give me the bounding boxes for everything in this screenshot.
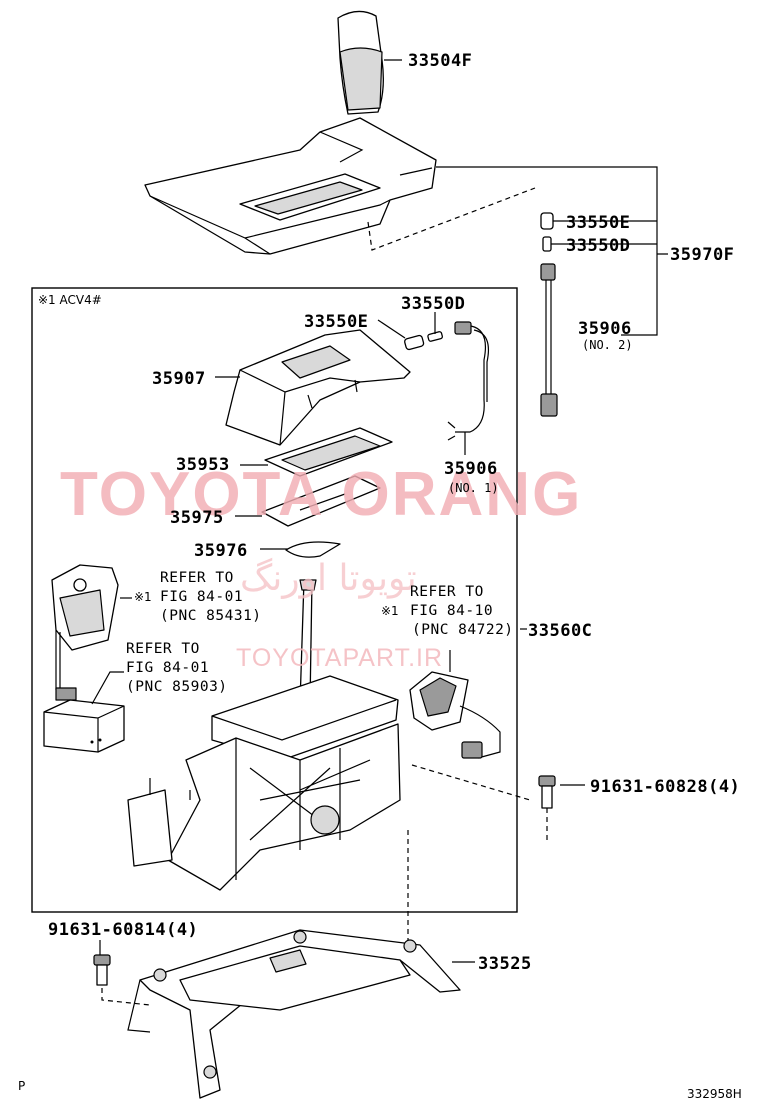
label-panel-assy: 35970F [670, 245, 734, 265]
ref3-mark: ※1 [381, 604, 399, 618]
bracket-ticks [551, 220, 668, 255]
watermark-persian: تویوتا اورنگ [240, 557, 417, 599]
label-housing: 35907 [152, 369, 206, 389]
shift-lever-drawing [299, 579, 317, 705]
shift-knob-drawing [337, 10, 384, 115]
ref1-line2: FIG 84-01 [160, 589, 243, 605]
ref3-line3: (PNC 84722) [412, 622, 514, 638]
actuator-left-drawing [51, 564, 119, 701]
bulb-e-top-drawing [540, 212, 554, 230]
label-bulb-d-top: 33550D [566, 236, 630, 256]
label-cord-no2: 35906 [578, 319, 632, 339]
bracket-drawing [127, 929, 461, 1099]
ref1-line3: (PNC 85431) [160, 608, 262, 624]
label-slide-cover: 35975 [170, 508, 224, 528]
label-switch: 33560C [528, 621, 592, 641]
guide-bolt-left [101, 988, 151, 1006]
upper-panel-drawing [144, 117, 437, 255]
shifter-base-drawing [127, 675, 401, 891]
label-cord-no1: 35906 [444, 459, 498, 479]
label-inset-note: ※1 ACV4# [38, 293, 102, 307]
inset-frame [31, 287, 518, 913]
watermark-site: TOYOTAPART.IR [236, 644, 443, 672]
guide-line-upper [367, 187, 536, 251]
label-bolt-right: 91631-60828(4) [590, 777, 740, 797]
ref1-line1: REFER TO [160, 570, 234, 586]
label-shift-knob: 33504F [408, 51, 472, 71]
housing-drawing [225, 329, 411, 446]
leader-lines [99, 59, 585, 963]
watermark-brand: TOYOTA ORANG [60, 460, 582, 529]
bulb-d-inner-drawing [427, 331, 443, 342]
ref2-line2: FIG 84-01 [126, 660, 209, 676]
cord-no2-drawing [540, 263, 558, 417]
bulb-d-top-drawing [542, 236, 552, 252]
indicator-drawing [285, 541, 341, 558]
label-plate: 35953 [176, 455, 230, 475]
slide-cover-drawing [261, 475, 381, 527]
label-cord-no1-sub: (NO. 1) [448, 481, 499, 495]
cord-no1-drawing [447, 321, 490, 441]
corner-left-mark: P [18, 1079, 25, 1093]
bolt-right-drawing [538, 775, 556, 809]
label-cord-no2-sub: (NO. 2) [582, 338, 633, 352]
switch-drawing [409, 650, 501, 759]
bolt-left-drawing [93, 954, 111, 986]
label-indicator: 35976 [194, 541, 248, 561]
ref2-line1: REFER TO [126, 641, 200, 657]
ecu-box-drawing [43, 699, 125, 753]
corner-right-code: 332958H [687, 1087, 742, 1101]
ref2-line3: (PNC 85903) [126, 679, 228, 695]
ref3-line2: FIG 84-10 [410, 603, 493, 619]
guide-switch [411, 764, 531, 801]
plate-drawing [264, 427, 393, 477]
label-bulb-d-inner: 33550D [401, 294, 465, 314]
label-bulb-e-top: 33550E [566, 213, 630, 233]
label-bulb-e-inner: 33550E [304, 312, 368, 332]
ref1-mark: ※1 [134, 590, 152, 604]
bracket-35970f [436, 166, 658, 336]
label-bracket: 33525 [478, 954, 532, 974]
label-bolt-left: 91631-60814(4) [48, 920, 198, 940]
ref3-line1: REFER TO [410, 584, 484, 600]
leader-ecu [91, 671, 124, 705]
bulb-e-inner-drawing [404, 334, 425, 351]
